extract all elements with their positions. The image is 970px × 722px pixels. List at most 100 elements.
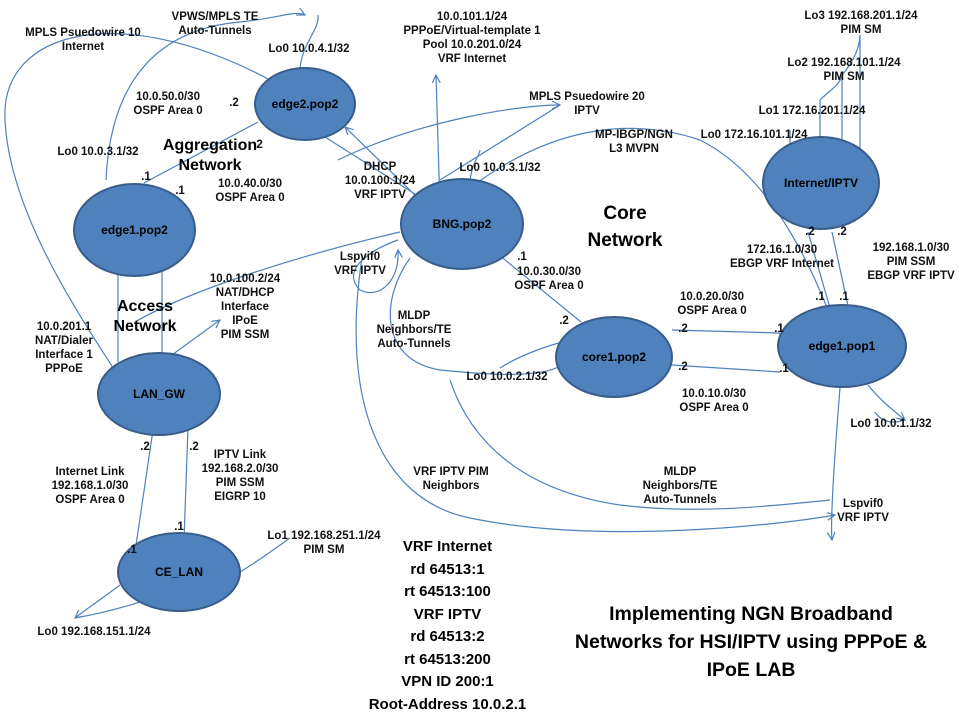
pw20-path — [337, 105, 560, 161]
nat-dhcp-line — [134, 231, 401, 323]
router-edge2-pop2[interactable]: edge2.pop2 — [254, 67, 356, 141]
ce-lo0-loop — [75, 584, 121, 618]
label-mldp-te-top: MLDP Neighbors/TE Auto-Tunnels — [376, 310, 452, 350]
router-internet-iptv[interactable]: Internet/IPTV — [762, 136, 880, 230]
label-dot1: .1 — [779, 363, 789, 375]
label-dot1: .1 — [774, 323, 784, 335]
link-core1-pop1-bottom — [671, 364, 781, 373]
label-dot2: .2 — [805, 226, 815, 238]
vrf-iptv-pim-path — [355, 257, 835, 533]
label-inet-lo0: Lo0 172.16.101.1/24 — [700, 129, 808, 141]
label-lspvif0-pop1: Lspvif0 VRF IPTV — [837, 498, 889, 524]
label-dot1: .1 — [839, 291, 849, 303]
label-dhcp-vrf-iptv: DHCP 10.0.100.1/24 VRF IPTV — [344, 161, 416, 201]
label-ce-lo1: Lo1 192.168.251.1/24 PIM SM — [267, 530, 381, 556]
label-mpls-pw10: MPLS Psuedowire 10 Internet — [25, 27, 141, 53]
label-ebgp-internet: 172.16.1.0/30 EBGP VRF Internet — [730, 244, 834, 270]
lab-title: Implementing NGN Broadband Networks for … — [570, 600, 932, 684]
node-label: edge1.pop1 — [808, 339, 876, 353]
vrf-config-block: VRF Internet rd 64513:1 rt 64513:100 VRF… — [355, 536, 540, 716]
label-dot2: .2 — [678, 361, 688, 373]
label-pppoe-vt: 10.0.101.1/24 PPPoE/Virtual-template 1 P… — [403, 11, 541, 65]
pop1-lo0-loop — [867, 384, 905, 420]
label-nat-dialer: 10.0.201.1 NAT/Dialer Interface 1 PPPoE — [35, 321, 93, 375]
vrf-line: rt 64513:100 — [404, 583, 491, 600]
inet-lo-arcs — [819, 34, 861, 101]
label-bng-lo0: Lo0 10.0.3.1/32 — [459, 162, 541, 174]
label-dot1: .1 — [175, 185, 185, 197]
label-dot2: .2 — [559, 315, 569, 327]
vrf-line: Root-Address 10.0.2.1 — [368, 695, 527, 713]
label-inet-lo1: Lo1 172.16.201.1/24 — [758, 105, 866, 117]
router-core1-pop2[interactable]: core1.pop2 — [555, 316, 673, 398]
label-pop1-lo0: Lo0 10.0.1.1/32 — [850, 418, 932, 430]
inet-loopbacks — [789, 35, 861, 158]
label-inet-lo2: Lo2 192.168.101.1/24 PIM SM — [787, 57, 901, 83]
vrf-line: VRF IPTV — [413, 605, 482, 623]
pop1-lspvif-path — [832, 387, 841, 540]
label-dot1: .1 — [517, 251, 527, 263]
ce-lo1-loop — [239, 537, 291, 573]
node-label: edge1.pop2 — [101, 223, 168, 237]
node-label: core1.pop2 — [581, 350, 647, 364]
label-iptv-link: IPTV Link 192.168.2.0/30 PIM SSM EIGRP 1… — [201, 449, 279, 503]
vrf-line: rd 64513:2 — [410, 628, 485, 645]
label-edge2-lo0: Lo0 10.0.4.1/32 — [268, 43, 350, 55]
label-edge1-pop2-lo0: Lo0 10.0.3.1/32 — [57, 146, 139, 158]
pw20-to-bng — [439, 104, 561, 181]
link-langw-celan-right — [183, 427, 189, 541]
router-ce-lan[interactable]: CE_LAN — [117, 532, 241, 612]
mp-ibgp-path — [469, 127, 829, 311]
pop1-lo0-return — [874, 411, 906, 423]
node-label: BNG.pop2 — [432, 217, 492, 231]
label-dot2: .2 — [253, 139, 263, 151]
router-edge1-pop2[interactable]: edge1.pop2 — [73, 183, 196, 277]
lab-title-line: IPoE LAB — [706, 659, 796, 681]
label-net-10-0-20: 10.0.20.0/30 OSPF Area 0 — [677, 291, 747, 317]
label-net-10-0-10: 10.0.10.0/30 OSPF Area 0 — [679, 388, 749, 414]
label-net-10-0-30: 10.0.30.0/30 OSPF Area 0 — [514, 266, 584, 292]
label-vpws-te: VPWS/MPLS TE Auto-Tunnels — [171, 11, 259, 37]
label-dot1: .1 — [815, 291, 825, 303]
lspvif-loop-bng — [352, 239, 399, 294]
label-internet-link: Internet Link 192.168.1.0/30 OSPF Area 0 — [51, 466, 129, 506]
label-ebgp-iptv: 192.168.1.0/30 PIM SSM EBGP VRF IPTV — [867, 242, 955, 282]
label-dot1: .1 — [141, 171, 151, 183]
router-lan-gw[interactable]: LAN_GW — [97, 352, 221, 436]
label-net-10-0-50: 10.0.50.0/30 OSPF Area 0 — [133, 91, 203, 117]
label-dot2: .2 — [837, 226, 847, 238]
label-dot2: .2 — [678, 323, 688, 335]
link-inet-pop1-right — [831, 231, 849, 307]
mldp-top-path — [389, 257, 561, 375]
label-dot2: .2 — [140, 441, 150, 453]
node-label: LAN_GW — [133, 387, 185, 401]
label-dot1: .1 — [127, 544, 137, 556]
link-edge2-edge1pop2 — [143, 121, 259, 184]
label-dot2: .2 — [229, 97, 239, 109]
label-core-lo0: Lo0 10.0.2.1/32 — [466, 371, 548, 383]
label-mldp-te-bottom: MLDP Neighbors/TE Auto-Tunnels — [642, 466, 718, 506]
label-nat-dhcp: 10.0.100.2/24 NAT/DHCP Interface IPoE PI… — [209, 273, 281, 341]
link-edge2-bng — [313, 129, 419, 197]
label-net-10-0-40: 10.0.40.0/30 OSPF Area 0 — [215, 178, 285, 204]
router-bng-pop2[interactable]: BNG.pop2 — [400, 178, 524, 270]
label-dot1: .1 — [174, 521, 184, 533]
vrf-line: VPN ID 200:1 — [401, 673, 494, 690]
node-label: CE_LAN — [154, 565, 203, 579]
router-edge1-pop1[interactable]: edge1.pop1 — [777, 304, 907, 388]
label-inet-lo3: Lo3 192.168.201.1/24 PIM SM — [804, 10, 918, 36]
vrf-line: rd 64513:1 — [410, 560, 485, 578]
link-core1-pop1-top — [671, 329, 781, 334]
vrf-line: rt 64513:200 — [404, 650, 491, 668]
aggregation-network-heading: Aggregation Network — [162, 137, 258, 174]
core-network-heading: Core Network — [587, 203, 663, 251]
lab-title-line: Implementing NGN Broadband — [609, 603, 893, 625]
link-bng-core1 — [487, 245, 582, 323]
ce-lo0-tail — [74, 601, 141, 619]
label-mpls-pw20: MPLS Psuedowire 20 IPTV — [529, 91, 645, 117]
bng-edge2-arrow — [345, 127, 419, 199]
link-langw-celan-left — [134, 429, 154, 553]
mldp-bottom-path — [449, 379, 831, 510]
